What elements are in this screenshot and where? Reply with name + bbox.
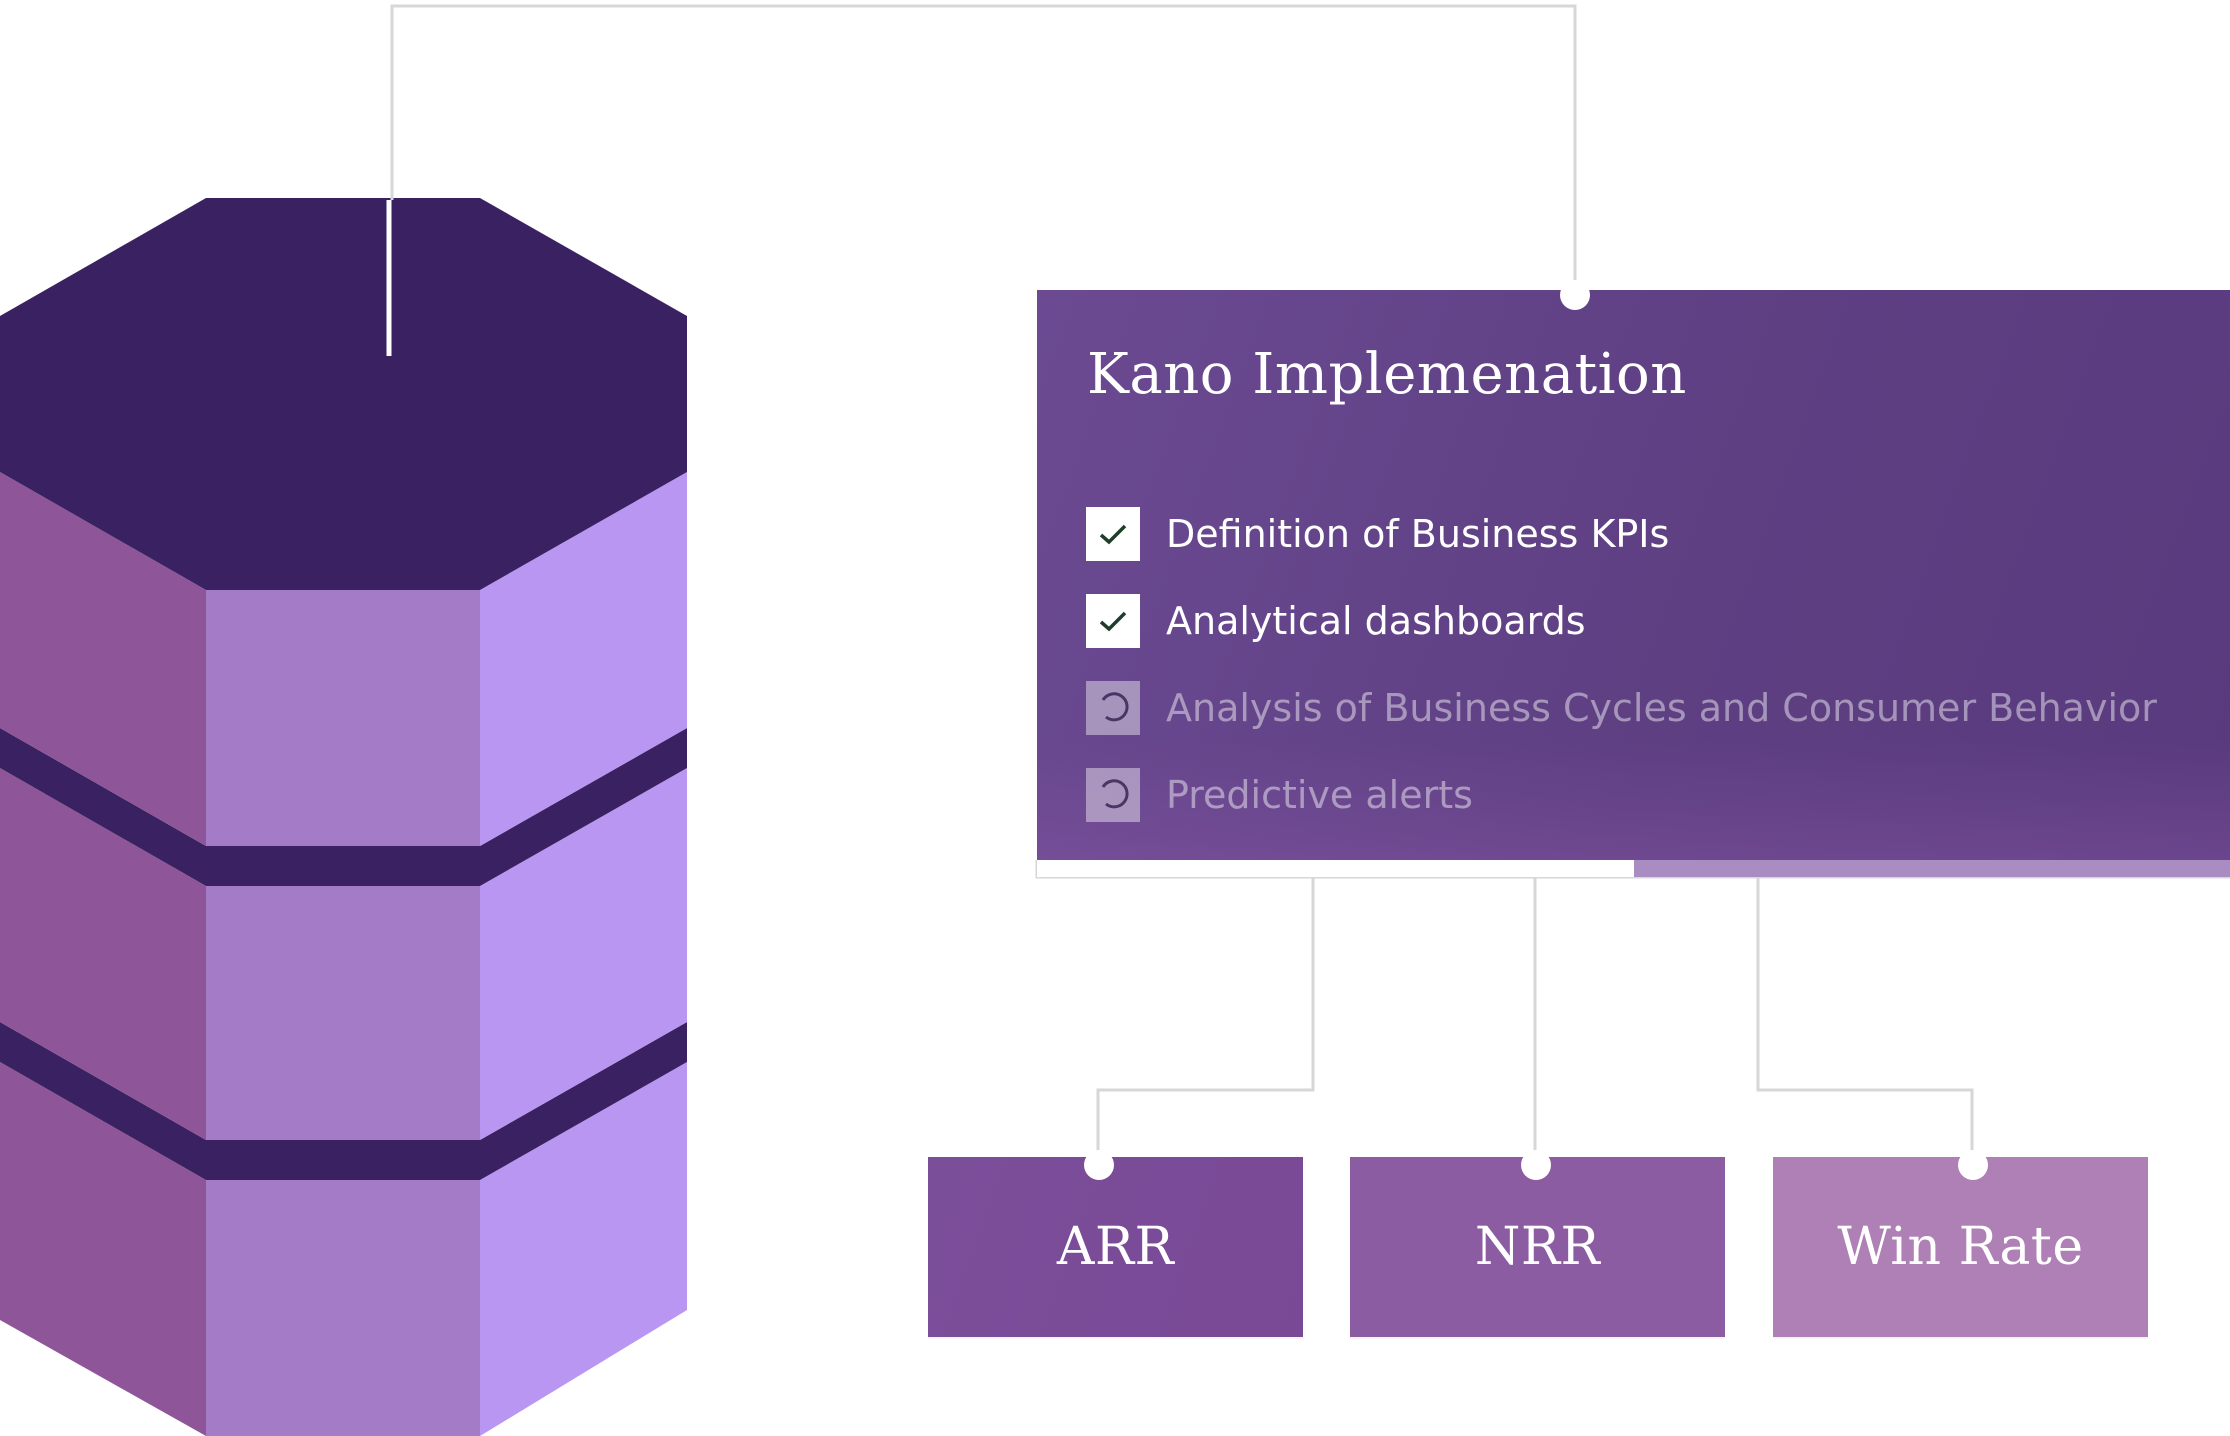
stack-seg2-front (206, 886, 480, 1140)
connector-card-to-winrate (1756, 877, 1974, 1157)
check-icon (1099, 524, 1127, 544)
stack-band1-front (206, 846, 480, 886)
connector-card-to-arr (1096, 877, 1315, 1157)
stack-band2-front (206, 1140, 480, 1180)
checklist-item: Predictive alerts (1086, 751, 2157, 838)
connector-dot-nrr (1521, 1150, 1551, 1180)
checkbox-pending[interactable] (1086, 767, 1140, 822)
connector-dot-card-top (1560, 280, 1590, 310)
stack-band2-right (480, 1022, 687, 1180)
implementation-card: Kano Implemenation Definition of Busines… (1037, 290, 2230, 877)
stack-seg3-right (480, 1062, 687, 1436)
checklist: Definition of Business KPIs Analytical d… (1086, 490, 2157, 838)
stack-top-cap (0, 198, 687, 590)
metric-winrate-box[interactable]: Win Rate (1773, 1157, 2148, 1337)
checkbox-pending[interactable] (1086, 680, 1140, 735)
spinner-icon (1101, 691, 1129, 721)
card-progress-bar (1037, 860, 2230, 877)
connector-stack-to-card (390, 4, 1577, 290)
stack-seg3-front (206, 1180, 480, 1436)
stack-seg2-left (0, 768, 206, 1140)
checkbox-checked[interactable] (1086, 593, 1140, 648)
stack-band1-right (480, 728, 687, 886)
spinner-icon (1101, 778, 1129, 808)
stack-seg3-left (0, 1062, 206, 1436)
checklist-item: Analytical dashboards (1086, 577, 2157, 664)
stack-seg1-front (206, 590, 480, 846)
stack-band1-left (0, 728, 206, 886)
connector-dot-arr (1084, 1150, 1114, 1180)
checklist-item-label: Analysis of Business Cycles and Consumer… (1166, 685, 2157, 730)
metric-nrr-box[interactable]: NRR (1350, 1157, 1725, 1337)
metric-label: ARR (1056, 1217, 1175, 1277)
checklist-item-label: Definition of Business KPIs (1166, 511, 1670, 556)
metric-arr-box[interactable]: ARR (928, 1157, 1303, 1337)
card-progress-fill (1037, 860, 1634, 877)
stack-band2-left (0, 1022, 206, 1180)
card-title: Kano Implemenation (1087, 342, 1687, 407)
stack-illustration (0, 198, 687, 1436)
metric-label: Win Rate (1837, 1217, 2084, 1277)
checklist-item: Definition of Business KPIs (1086, 490, 2157, 577)
stack-seg1-left (0, 472, 206, 846)
checkbox-checked[interactable] (1086, 506, 1140, 561)
checklist-item-label: Analytical dashboards (1166, 598, 1586, 643)
check-icon (1099, 611, 1127, 631)
stack-seg1-right (480, 472, 687, 846)
stack-seg2-right (480, 768, 687, 1140)
checklist-item-label: Predictive alerts (1166, 772, 1473, 817)
connector-dot-winrate (1958, 1150, 1988, 1180)
checklist-item: Analysis of Business Cycles and Consumer… (1086, 664, 2157, 751)
metric-label: NRR (1474, 1217, 1601, 1277)
